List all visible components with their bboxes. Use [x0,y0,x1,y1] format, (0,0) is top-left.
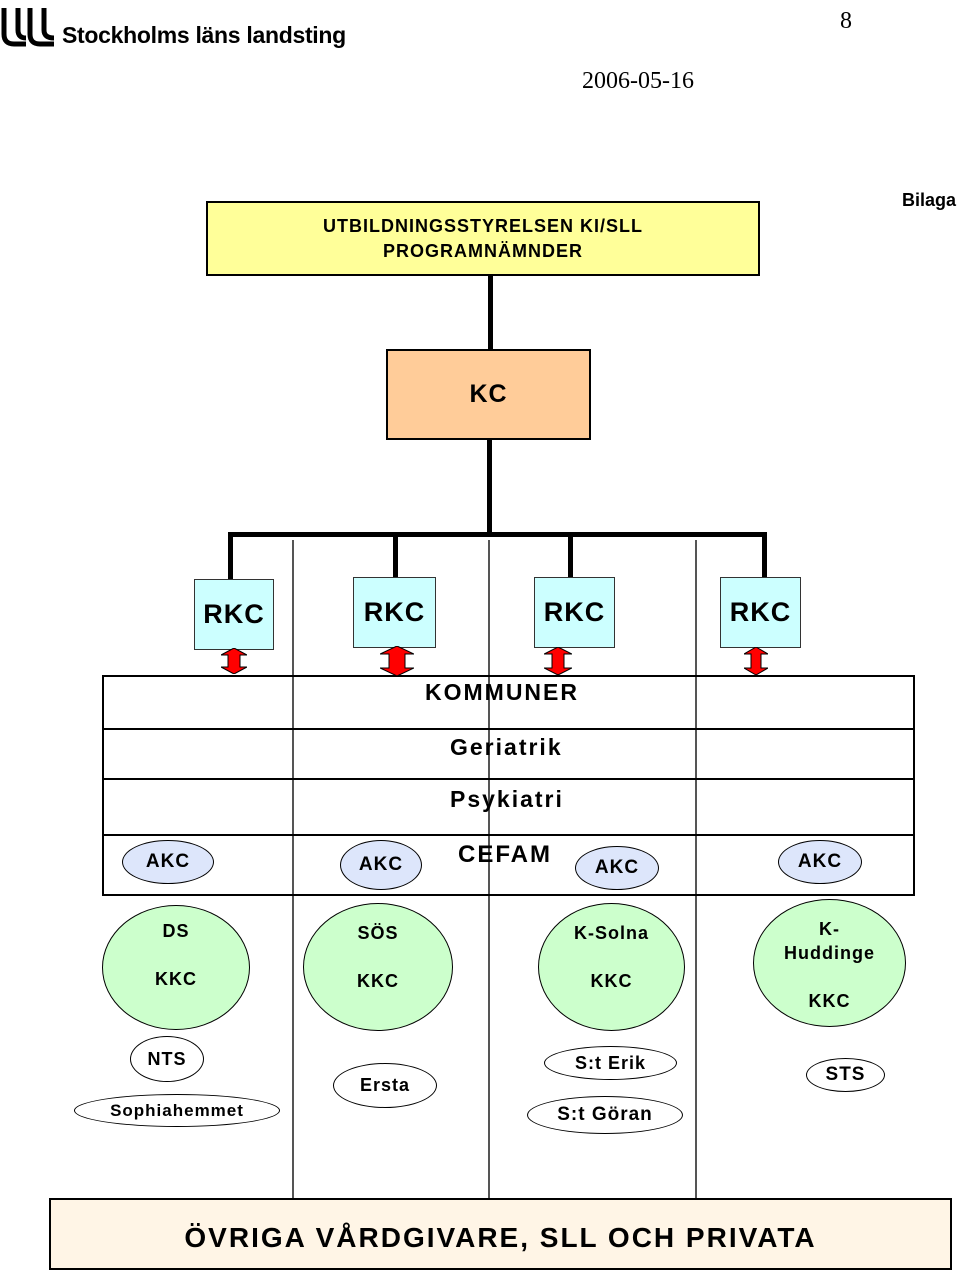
band-kommuner [102,675,915,730]
kc-box: KC [386,349,591,440]
cefam-label: CEFAM [458,841,552,868]
top-box-line2: PROGRAMNÄMNDER [383,240,583,261]
akc-label-2: AKC [358,854,404,875]
org-name: Stockholms läns landsting [62,22,346,48]
connector-rkc-2 [393,532,398,580]
rkc-box-1: RKC [194,579,274,650]
band-cefam [102,836,915,896]
connector-horizontal [228,532,767,537]
column-divider-3 [695,540,697,1200]
kkc-type-sos: KKC [357,971,399,991]
rkc-label-4: RKC [729,597,792,627]
geriatrik-label: Geriatrik [450,734,563,760]
kkc-type-ds: KKC [155,969,197,989]
akc-ellipse-2: AKC [340,840,422,890]
band-psykiatri [102,780,915,836]
document-date: 2006-05-16 [582,68,694,94]
hospital-sts: STS [806,1058,885,1092]
rkc-box-2: RKC [353,577,436,648]
hospital-st-goran: S:t Göran [527,1096,683,1134]
akc-label-1: AKC [145,851,191,872]
bottom-providers-box: ÖVRIGA VÅRDGIVARE, SLL OCH PRIVATA [49,1198,952,1270]
akc-ellipse-1: AKC [122,840,214,884]
column-divider-1 [292,540,294,1200]
hospital-nts: NTS [130,1036,204,1082]
top-governance-box: UTBILDNINGSSTYRELSEN KI/SLL PROGRAMNÄMND… [206,201,760,276]
kkc-type-khuddinge: KKC [808,991,851,1011]
rkc-box-3: RKC [534,577,615,648]
akc-label-4: AKC [797,851,843,872]
kkc-circle-ds: DS KKC [102,905,250,1030]
top-box-line1: UTBILDNINGSSTYRELSEN KI/SLL [322,215,643,236]
kommuner-label: KOMMUNER [425,679,579,705]
hospital-st-erik: S:t Erik [544,1046,677,1080]
kkc-name-khuddinge-2: Huddinge [784,943,875,963]
page-number: 8 [840,8,852,34]
connector-rkc-4 [762,532,767,580]
hospital-ersta: Ersta [333,1063,437,1108]
connector-top-kc [488,276,493,350]
connector-kc-down [487,440,492,534]
kkc-circle-khuddinge: K- Huddinge KKC [753,899,906,1027]
hospital-sophiahemmet: Sophiahemmet [74,1094,280,1127]
double-arrow-icon [744,647,768,675]
kkc-name-khuddinge-1: K- [819,919,840,939]
sll-logo: Stockholms läns landsting [0,4,346,50]
rkc-label-3: RKC [543,597,606,627]
double-arrow-icon [380,646,414,676]
rkc-box-4: RKC [720,577,801,648]
kkc-type-ksolna: KKC [590,971,633,991]
attachment-label: Bilaga [902,190,957,210]
connector-rkc-1 [228,532,233,580]
kkc-circle-ksolna: K-Solna KKC [538,903,685,1031]
psykiatri-label: Psykiatri [450,786,564,812]
bottom-box-label: ÖVRIGA VÅRDGIVARE, SLL OCH PRIVATA [184,1222,817,1253]
kkc-name-ds: DS [162,921,190,941]
rkc-label-2: RKC [363,597,426,627]
kkc-name-ksolna: K-Solna [573,923,649,943]
akc-ellipse-4: AKC [778,840,862,884]
kc-label: KC [469,380,508,408]
kkc-name-sos: SÖS [357,923,399,943]
column-divider-2 [488,540,490,1200]
sll-logo-mark-icon [1,8,55,47]
kkc-circle-sos: SÖS KKC [303,903,453,1031]
double-arrow-icon [544,647,572,675]
rkc-label-1: RKC [203,599,265,629]
akc-label-3: AKC [594,857,640,878]
double-arrow-icon [221,648,247,674]
connector-rkc-3 [568,532,573,580]
band-geriatrik [102,730,915,780]
akc-ellipse-3: AKC [575,846,659,890]
